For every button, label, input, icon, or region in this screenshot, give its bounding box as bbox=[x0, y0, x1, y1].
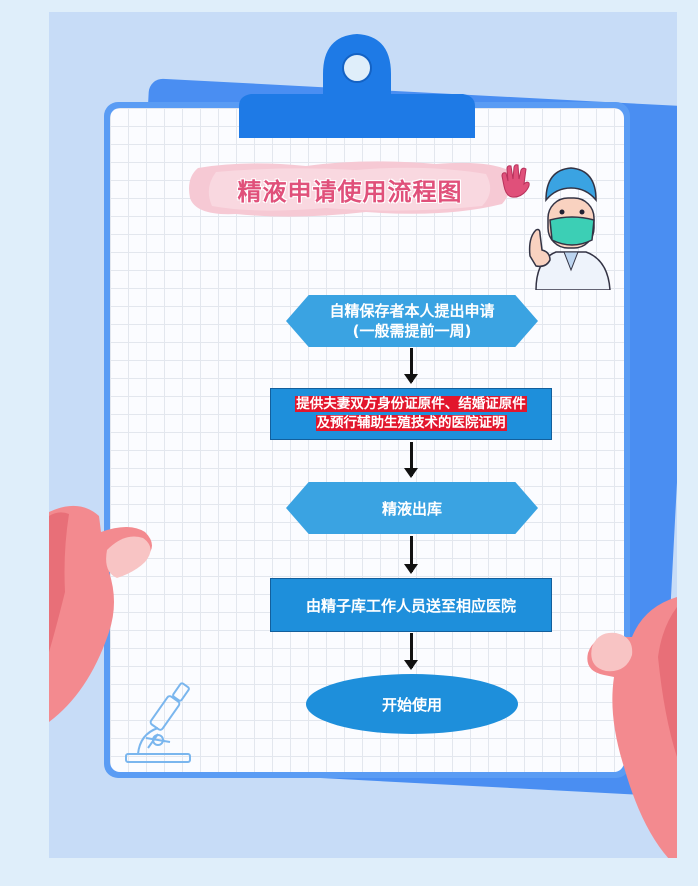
flow-step-start: 开始使用 bbox=[306, 674, 518, 734]
clipboard-paper: 精液申请使用流程图 自精保存者本人提出申请 (一般需提前一周) 提供夫妻双方身份… bbox=[110, 108, 624, 772]
flow-arrow bbox=[404, 536, 418, 574]
doctor-illustration bbox=[528, 167, 611, 290]
flow-step-release: 精液出库 bbox=[286, 482, 538, 534]
poster: 精液申请使用流程图 自精保存者本人提出申请 (一般需提前一周) 提供夫妻双方身份… bbox=[49, 12, 677, 858]
flow-step-delivery-label: 由精子库工作人员送至相应医院 bbox=[305, 596, 516, 615]
title-banner: 精液申请使用流程图 bbox=[186, 158, 516, 222]
flow-arrow bbox=[404, 348, 418, 384]
right-hand-illustration bbox=[587, 597, 677, 858]
flow-step-apply-line2: (一般需提前一周) bbox=[352, 322, 472, 340]
clipboard-clip-icon bbox=[239, 34, 475, 138]
left-hand-illustration bbox=[49, 505, 152, 722]
page-title: 精液申请使用流程图 bbox=[237, 178, 463, 206]
flow-step-apply-line1: 自精保存者本人提出申请 bbox=[329, 302, 495, 320]
flow-step-release-label: 精液出库 bbox=[381, 499, 442, 518]
flow-arrow bbox=[404, 442, 418, 478]
flow-step-start-label: 开始使用 bbox=[381, 695, 442, 714]
microscope-icon bbox=[125, 682, 191, 763]
flow-arrow bbox=[404, 633, 418, 670]
flow-step-documents-line2: 及预行辅助生殖技术的医院证明 bbox=[315, 415, 507, 431]
hand-icon bbox=[501, 164, 530, 198]
flow-step-documents: 提供夫妻双方身份证原件、结婚证原件 及预行辅助生殖技术的医院证明 bbox=[270, 388, 552, 440]
flow-step-documents-line1: 提供夫妻双方身份证原件、结婚证原件 bbox=[295, 396, 527, 412]
flow-step-apply: 自精保存者本人提出申请 (一般需提前一周) bbox=[286, 295, 538, 347]
flow-step-delivery: 由精子库工作人员送至相应医院 bbox=[270, 578, 552, 632]
